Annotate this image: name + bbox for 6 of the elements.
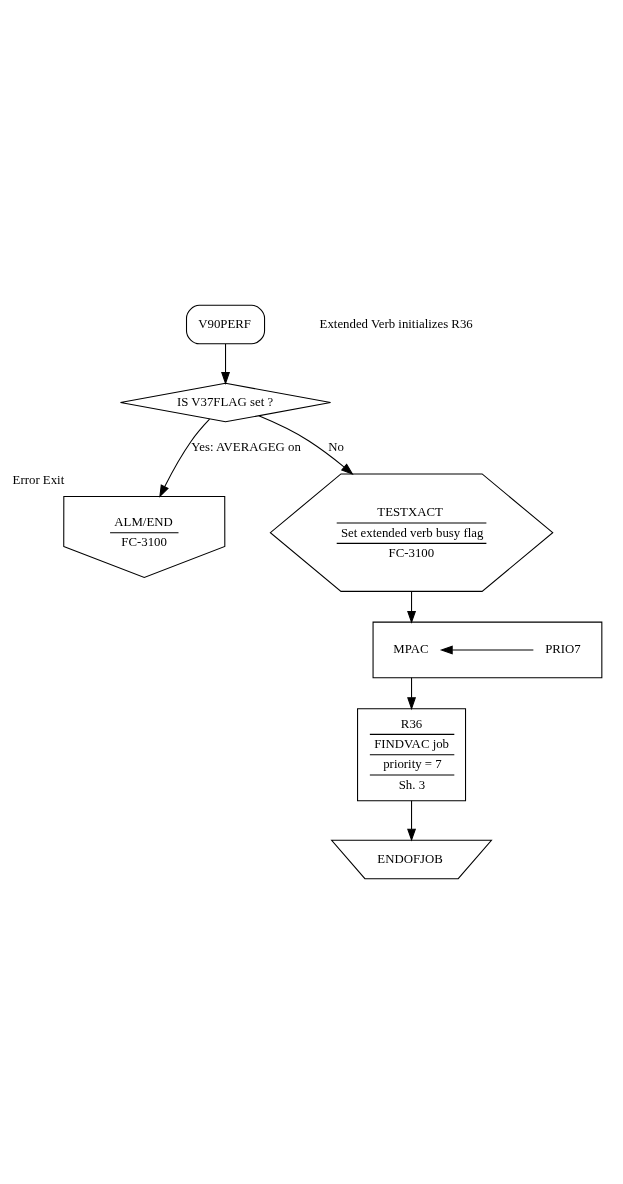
edge-label: No <box>328 440 344 455</box>
label: Extended Verb initializes R36 <box>319 316 473 331</box>
node-text: PRIO7 <box>545 642 581 657</box>
edge-label: Yes: AVERAGEG on <box>191 440 301 455</box>
node-text: MPAC <box>393 642 429 657</box>
node-label: Error Exit <box>12 473 65 488</box>
